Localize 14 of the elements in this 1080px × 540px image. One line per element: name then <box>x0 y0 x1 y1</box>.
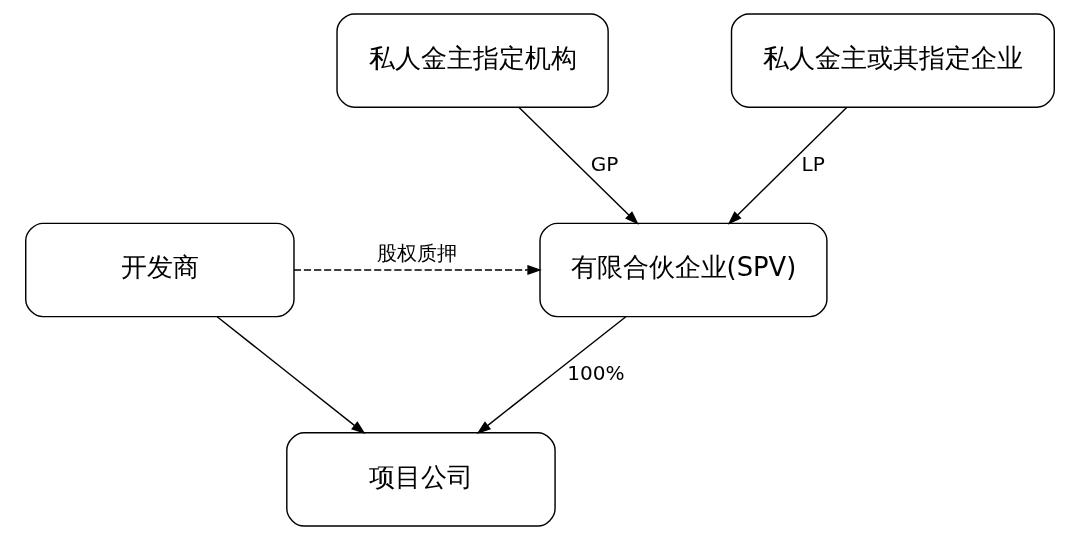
node-box: 私人金主或其指定企业 <box>730 13 1055 108</box>
arrow <box>518 106 639 225</box>
arrow <box>293 264 542 276</box>
edge-label: GP <box>590 151 619 176</box>
edge-label: 股权质押 <box>376 241 457 266</box>
edge-label: 100% <box>567 361 625 386</box>
edge-label: LP <box>801 151 825 176</box>
arrow <box>216 316 366 435</box>
node-box: 私人金主指定机构 <box>336 13 609 108</box>
arrow <box>727 106 848 225</box>
node-box: 有限合伙企业(SPV) <box>539 222 828 318</box>
node-box: 项目公司 <box>286 432 556 527</box>
node-box: 开发商 <box>25 222 295 318</box>
arrow <box>476 316 627 435</box>
